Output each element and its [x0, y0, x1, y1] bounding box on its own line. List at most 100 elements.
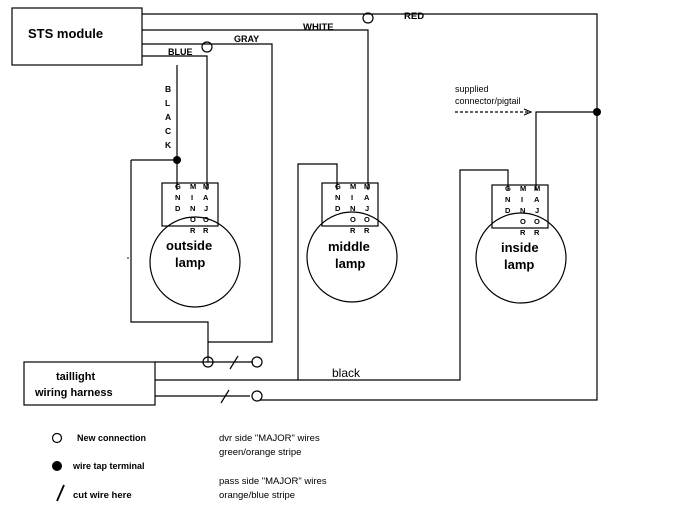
svg-text:N: N: [520, 206, 525, 215]
outside-lamp-label-1: outside: [166, 238, 212, 253]
tap-terminal-red: [593, 108, 601, 116]
middle-connector: [321, 182, 379, 227]
taillight-harness-box: [23, 361, 156, 406]
svg-text:I: I: [191, 193, 193, 202]
outside-connector-labels: G N D M I N O R M A J O R: [175, 182, 209, 235]
legend-wire-tap-icon: [52, 461, 62, 471]
svg-text:M: M: [190, 182, 196, 191]
svg-text:N: N: [505, 195, 510, 204]
black-loop-wire: [130, 160, 209, 362]
legend-new-connection-icon: [51, 432, 63, 444]
pass-note-line1: pass side "MAJOR" wires: [219, 476, 327, 487]
black-bottom-wire: [155, 169, 509, 381]
pass-note-line2: orange/blue stripe: [219, 490, 295, 501]
pigtail-wire: [535, 111, 597, 190]
svg-text:I: I: [521, 195, 523, 204]
svg-text:O: O: [190, 215, 196, 224]
svg-text:A: A: [203, 193, 209, 202]
svg-text:N: N: [190, 204, 195, 213]
svg-text:O: O: [364, 215, 370, 224]
gray-wire-label: GRAY: [234, 34, 259, 44]
svg-text:K: K: [165, 140, 172, 150]
legend-cut-wire-icon: [56, 484, 65, 502]
svg-text:O: O: [203, 215, 209, 224]
black-bottom-label: black: [332, 366, 361, 380]
red-wire-label: RED: [404, 11, 424, 22]
svg-text:R: R: [520, 228, 526, 237]
svg-text:A: A: [165, 112, 171, 122]
white-wire: [142, 29, 369, 190]
svg-text:D: D: [505, 206, 511, 215]
outside-lamp-label-2: lamp: [175, 255, 205, 270]
red-wire: [142, 13, 598, 401]
svg-text:R: R: [534, 228, 540, 237]
svg-text:M: M: [350, 182, 356, 191]
svg-text:A: A: [534, 195, 540, 204]
inside-lamp-label-1: inside: [501, 240, 539, 255]
legend-wire-tap-label: wire tap terminal: [72, 461, 145, 471]
svg-text:D: D: [175, 204, 181, 213]
svg-text:D: D: [335, 204, 341, 213]
legend-cut-wire-label: cut wire here: [73, 490, 132, 501]
middle-lamp-label-2: lamp: [335, 256, 365, 271]
svg-text:N: N: [335, 193, 340, 202]
svg-text:J: J: [365, 204, 369, 213]
supplied-label-2: connector/pigtail: [455, 96, 521, 106]
inside-lamp-circle: [475, 212, 567, 304]
black-wire-vertical-label: B L A C K: [165, 84, 172, 150]
svg-text:L: L: [165, 98, 170, 108]
supplied-label-1: supplied: [455, 84, 489, 94]
svg-text:R: R: [364, 226, 370, 235]
svg-text:G: G: [335, 182, 341, 191]
blue-wire-label: BLUE: [168, 47, 193, 57]
cut-mark-bottom: [220, 389, 230, 404]
white-wire-label: WHITE: [303, 22, 334, 33]
legend-new-connection-label: New connection: [77, 433, 146, 443]
inside-lamp-label-2: lamp: [504, 257, 534, 272]
svg-text:A: A: [364, 193, 370, 202]
new-connection-harness-top: [202, 356, 214, 368]
sts-module-label: STS module: [28, 26, 103, 41]
svg-text:R: R: [203, 226, 209, 235]
new-connection-gray: [251, 356, 263, 368]
svg-text:B: B: [165, 84, 171, 94]
new-connection-blue: [201, 41, 213, 53]
dvr-note-line2: green/orange stripe: [219, 447, 301, 458]
outside-connector: [161, 182, 219, 227]
svg-text:O: O: [350, 215, 356, 224]
cut-mark-top: [229, 355, 239, 370]
svg-text:O: O: [534, 217, 540, 226]
outside-lamp-circle: [149, 216, 241, 308]
middle-gnd-wire: [297, 163, 338, 380]
inside-connector-labels: G N D M I N O R M A J O R: [505, 184, 540, 237]
inside-connector: [491, 184, 549, 229]
new-connection-red: [251, 390, 263, 402]
svg-text:M: M: [203, 182, 209, 191]
stray-dot: [127, 257, 129, 259]
svg-text:R: R: [350, 226, 356, 235]
harness-label-2: wiring harness: [34, 387, 113, 399]
svg-text:G: G: [505, 184, 511, 193]
gray-wire: [142, 43, 273, 343]
middle-lamp-circle: [306, 211, 398, 303]
supplied-arrowhead: [523, 108, 533, 116]
svg-text:C: C: [165, 126, 171, 136]
middle-lamp-label-1: middle: [328, 239, 370, 254]
blue-wire: [142, 55, 208, 190]
svg-text:N: N: [350, 204, 355, 213]
tap-terminal-black: [173, 156, 181, 164]
new-connection-white: [362, 12, 374, 24]
middle-connector-labels: G N D M I N O R M A J O R: [335, 182, 370, 235]
svg-text:J: J: [204, 204, 208, 213]
dvr-note-line1: dvr side "MAJOR" wires: [219, 433, 320, 444]
svg-text:G: G: [175, 182, 181, 191]
svg-text:J: J: [535, 206, 539, 215]
svg-text:O: O: [520, 217, 526, 226]
svg-text:R: R: [190, 226, 196, 235]
sts-module-box: [11, 7, 143, 66]
svg-text:M: M: [534, 184, 540, 193]
harness-label-1: taillight: [56, 371, 95, 383]
svg-text:I: I: [351, 193, 353, 202]
